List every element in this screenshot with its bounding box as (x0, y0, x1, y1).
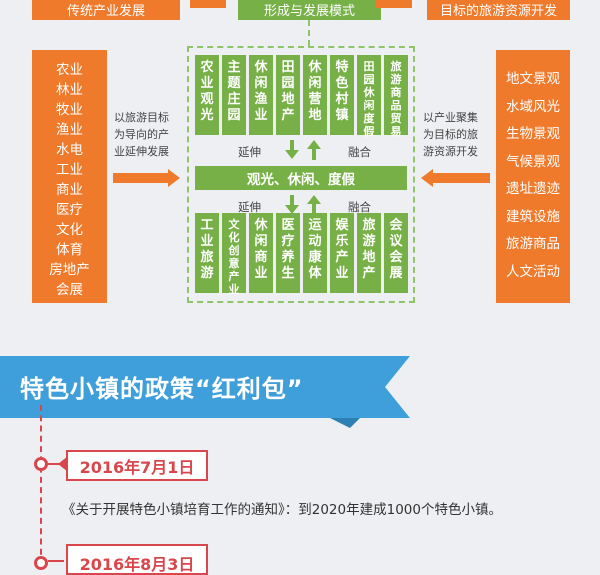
top-column-1: 主题庄园 (222, 55, 246, 135)
top-column-0: 农业观光 (195, 55, 219, 135)
date-pointer-1 (58, 456, 68, 472)
right-note: 以产业聚集为目标的旅游资源开发 (423, 109, 493, 160)
right-resource-item-4: 遗址遗迹 (506, 181, 560, 197)
left-industry-item-1: 林业 (56, 82, 83, 98)
bottom-column-4: 运动康体 (303, 213, 327, 293)
policy-title: 特色小镇的政策“红利包” (20, 375, 304, 403)
top-connector (308, 20, 310, 46)
left-industry-item-7: 医疗 (56, 202, 83, 218)
right-resource-item-2: 生物景观 (506, 126, 560, 142)
up-arrow-icon (307, 195, 321, 215)
right-resource-item-6: 旅游商品 (506, 236, 560, 252)
timeline-dot-1 (34, 457, 48, 471)
bottom-column-7: 会议会展 (384, 213, 408, 293)
ribbon-fold (330, 418, 360, 428)
top-arrow-left (190, 0, 226, 8)
top-column-2: 休闲渔业 (249, 55, 273, 135)
right-resource-item-3: 气候景观 (506, 153, 560, 170)
right-resource-item-7: 人文活动 (506, 263, 560, 280)
top-center-label: 形成与发展模式 (263, 3, 355, 19)
left-industry-item-6: 商业 (56, 182, 83, 198)
up-arrow-icon (307, 140, 321, 160)
timeline-dot-2 (34, 556, 48, 570)
left-industry-item-9: 体育 (56, 242, 83, 258)
merge-label-bottom: 融合 (348, 200, 371, 214)
right-note-line-2: 游资源开发 (423, 145, 478, 158)
left-note: 以旅游目标为导向的产业延伸发展 (114, 109, 184, 160)
bottom-column-1: 文化创意产业 (222, 213, 246, 296)
right-note-line-1: 为目标的旅 (423, 128, 478, 141)
top-arrow-right (376, 0, 412, 8)
policy-ribbon (0, 356, 410, 428)
top-column-4: 休闲营地 (303, 55, 327, 135)
top-right-box: 目标的旅游资源开发 (427, 0, 570, 20)
tourism-band: 观光、休闲、度假 (195, 166, 407, 190)
updown-arrows-top (285, 140, 321, 160)
left-arrow-head (168, 169, 180, 187)
bottom-column-6: 旅游地产 (357, 213, 381, 293)
timeline-date-1-label: 2016年7月1日 (79, 457, 195, 477)
timeline-connector-1 (48, 463, 64, 465)
bottom-column-2: 休闲商业 (249, 213, 273, 293)
timeline-text-1: 《关于开展特色小镇培育工作的通知》：到2020年建成1000个特色小镇。 (62, 502, 502, 518)
left-industry-item-10: 房地产 (49, 262, 90, 278)
left-industry-item-5: 工业 (56, 162, 83, 178)
top-column-7: 旅游商品贸易 (384, 55, 408, 138)
tourism-band-label: 观光、休闲、度假 (247, 172, 355, 188)
timeline-date-2: 2016年8月3日 (66, 544, 208, 575)
left-note-line-1: 为导向的产 (114, 128, 169, 141)
bottom-column-3: 医疗养生 (276, 213, 300, 293)
left-arrow (113, 173, 169, 183)
bottom-column-5: 娱乐产业 (330, 213, 354, 293)
left-industry-item-8: 文化 (56, 222, 83, 238)
top-column-3: 田园地产 (276, 55, 300, 135)
top-left-label: 传统产业发展 (66, 3, 145, 19)
timeline-connector-2 (48, 560, 64, 562)
right-resource-box: 地文景观水域风光生物景观气候景观遗址遗迹建筑设施旅游商品人文活动 (496, 50, 570, 303)
down-arrow-icon (285, 195, 299, 214)
left-industry-item-3: 渔业 (56, 122, 83, 138)
left-industry-item-2: 牧业 (56, 102, 83, 118)
center-container (187, 46, 415, 303)
top-right-label: 目标的旅游资源开发 (439, 3, 557, 19)
left-industry-item-11: 会展 (56, 282, 83, 298)
ribbon-shape (0, 356, 410, 418)
down-arrow-icon (285, 140, 299, 159)
right-arrow (433, 173, 490, 183)
top-column-6: 田园休闲度假 (357, 55, 381, 138)
left-note-line-2: 业延伸发展 (114, 145, 169, 158)
right-note-line-0: 以产业聚集 (423, 111, 478, 124)
left-note-line-0: 以旅游目标 (114, 111, 169, 124)
left-industry-box: 农业林业牧业渔业水电工业商业医疗文化体育房地产会展 (32, 50, 107, 303)
top-column-5: 特色村镇 (330, 55, 354, 135)
left-industry-item-0: 农业 (56, 62, 83, 78)
timeline-line (40, 405, 42, 565)
bottom-column-0: 工业旅游 (195, 213, 219, 293)
updown-arrows-bottom (285, 195, 321, 215)
timeline-date-1: 2016年7月1日 (66, 450, 208, 481)
merge-label-top: 融合 (348, 145, 371, 159)
timeline-date-2-label: 2016年8月3日 (79, 555, 195, 574)
left-industry-item-4: 水电 (56, 142, 83, 158)
right-resource-item-5: 建筑设施 (506, 208, 560, 225)
right-arrow-head (421, 169, 433, 187)
top-center-box: 形成与发展模式 (238, 0, 381, 20)
extend-label-bottom: 延伸 (238, 200, 261, 214)
right-resource-item-1: 水域风光 (506, 98, 560, 115)
extend-label-top: 延伸 (238, 145, 261, 159)
right-resource-item-0: 地文景观 (506, 71, 560, 87)
top-left-box: 传统产业发展 (32, 0, 180, 20)
